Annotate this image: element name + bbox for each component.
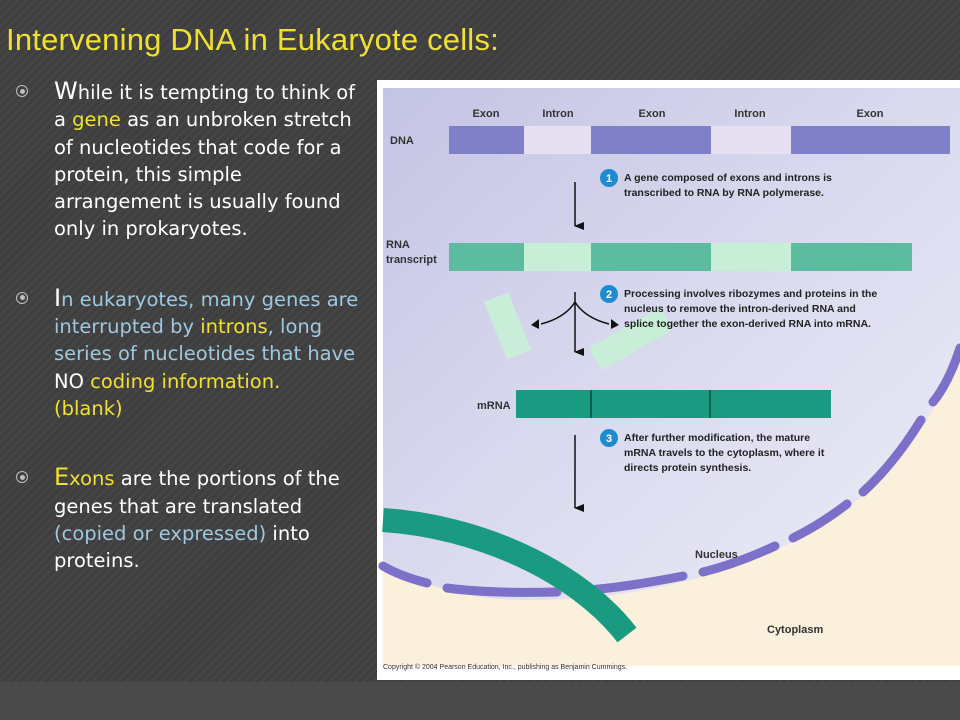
step-text-line: nucleus to remove the intron-derived RNA… [624,303,856,315]
highlight-coding: coding information. [90,369,281,393]
step-text-line: After further modification, the mature [624,432,810,444]
removed-intron-fragment [484,292,532,360]
mrna-strand [516,390,831,418]
dna-exon [449,126,524,154]
highlight-introns: introns [200,315,268,339]
dna-exon [591,126,711,154]
removed-intron-fragment [589,307,674,371]
bottom-band [0,682,960,720]
bullet-text: as an unbroken stretch of nucleotides th… [54,108,352,241]
bullet-text: are the portions of the genes that are t… [54,467,340,518]
dna-exon [791,126,950,154]
copyright-text: Copyright © 2004 Pearson Education, Inc.… [383,663,627,671]
step-text-line: A gene composed of exons and introns is [624,172,832,184]
dna-intron [711,126,791,154]
rna-exon [449,243,524,271]
step-text-line: directs protein synthesis. [624,462,751,474]
nucleus-region [383,88,960,600]
bullet-text: n eukaryotes, many genes are interrupted… [54,287,359,339]
step-text: Processing involves ribozymes and protei… [624,288,880,330]
rna-intron [711,243,791,271]
step-number: 1 [606,173,612,185]
dna-label: DNA [390,135,414,147]
circled-dot-bullet-icon [16,85,28,97]
step-number-circle [600,429,618,447]
bullet-initial: E [54,463,70,492]
slide-title: Intervening DNA in Eukaryote cells: [6,22,499,57]
mature-mrna [516,390,831,418]
gene-expression-figure: Exon Intron Exon Intron Exon DNA 1 A gen… [377,80,960,680]
intron-label: Intron [734,108,765,120]
splicing-arrow-right [574,301,610,325]
step-text-line: splice together the exon-derived RNA int… [624,318,871,330]
highlight-no: NO [54,369,91,393]
exon-label: Exon [639,108,666,120]
circled-dot-bullet-icon [16,291,28,304]
bullet-text: into proteins. [54,521,310,573]
step-number: 3 [606,433,612,445]
bullet-item-exons: Exons are the portions of the genes that… [14,464,360,574]
bullet-item-introns: In eukaryotes, many genes are interrupte… [14,283,360,422]
exon-label: Exon [473,108,500,120]
step-text-line: Processing involves ribozymes and protei… [624,288,877,300]
circled-dot-bullet-icon [16,471,28,484]
rna-transcript [449,243,912,271]
cytoplasm-label: Cytoplasm [767,624,823,636]
rna-transcript-label: RNA transcript [386,239,437,266]
nucleus-label: Nucleus [695,549,738,561]
bullet-text: hile it is tempting to think of a [54,81,356,132]
intron-label: Intron [542,108,573,120]
dna-intron [524,126,591,154]
step-text: After further modification, the mature m… [624,432,827,474]
bullet-initial: I [54,283,62,312]
splicing-arrow-left [540,301,576,325]
arrowhead-left [531,319,539,329]
rna-intron [524,243,591,271]
step-text-line: transcribed to RNA by RNA polymerase. [624,187,824,199]
rna-label-line: RNA [386,239,410,251]
bullet-text: , long series of nucleotides that have [54,315,356,366]
step-text-line: mRNA travels to the cytoplasm, where it [624,447,825,459]
highlight-exons: xons [69,467,115,491]
exiting-mrna [382,508,637,643]
mrna-label: mRNA [477,400,511,412]
bullet-list: While it is tempting to think of a gene … [14,77,360,574]
exon-label: Exon [857,108,884,120]
step-number-circle [600,169,618,187]
step-number-circle [600,285,618,303]
bullet-item-gene: While it is tempting to think of a gene … [14,77,360,243]
rna-label-line: transcript [386,254,437,266]
step-number: 2 [606,289,612,301]
highlight-gene: gene [72,108,121,132]
dna-strand [449,126,950,154]
highlight-copied: (copied or expressed) [54,521,267,545]
blank-note: (blank) [54,396,123,420]
step-text: A gene composed of exons and introns is … [624,172,835,199]
bullet-initial: W [54,77,78,105]
arrowhead-right [611,319,619,329]
rna-exon [591,243,711,271]
rna-exon [791,243,912,271]
